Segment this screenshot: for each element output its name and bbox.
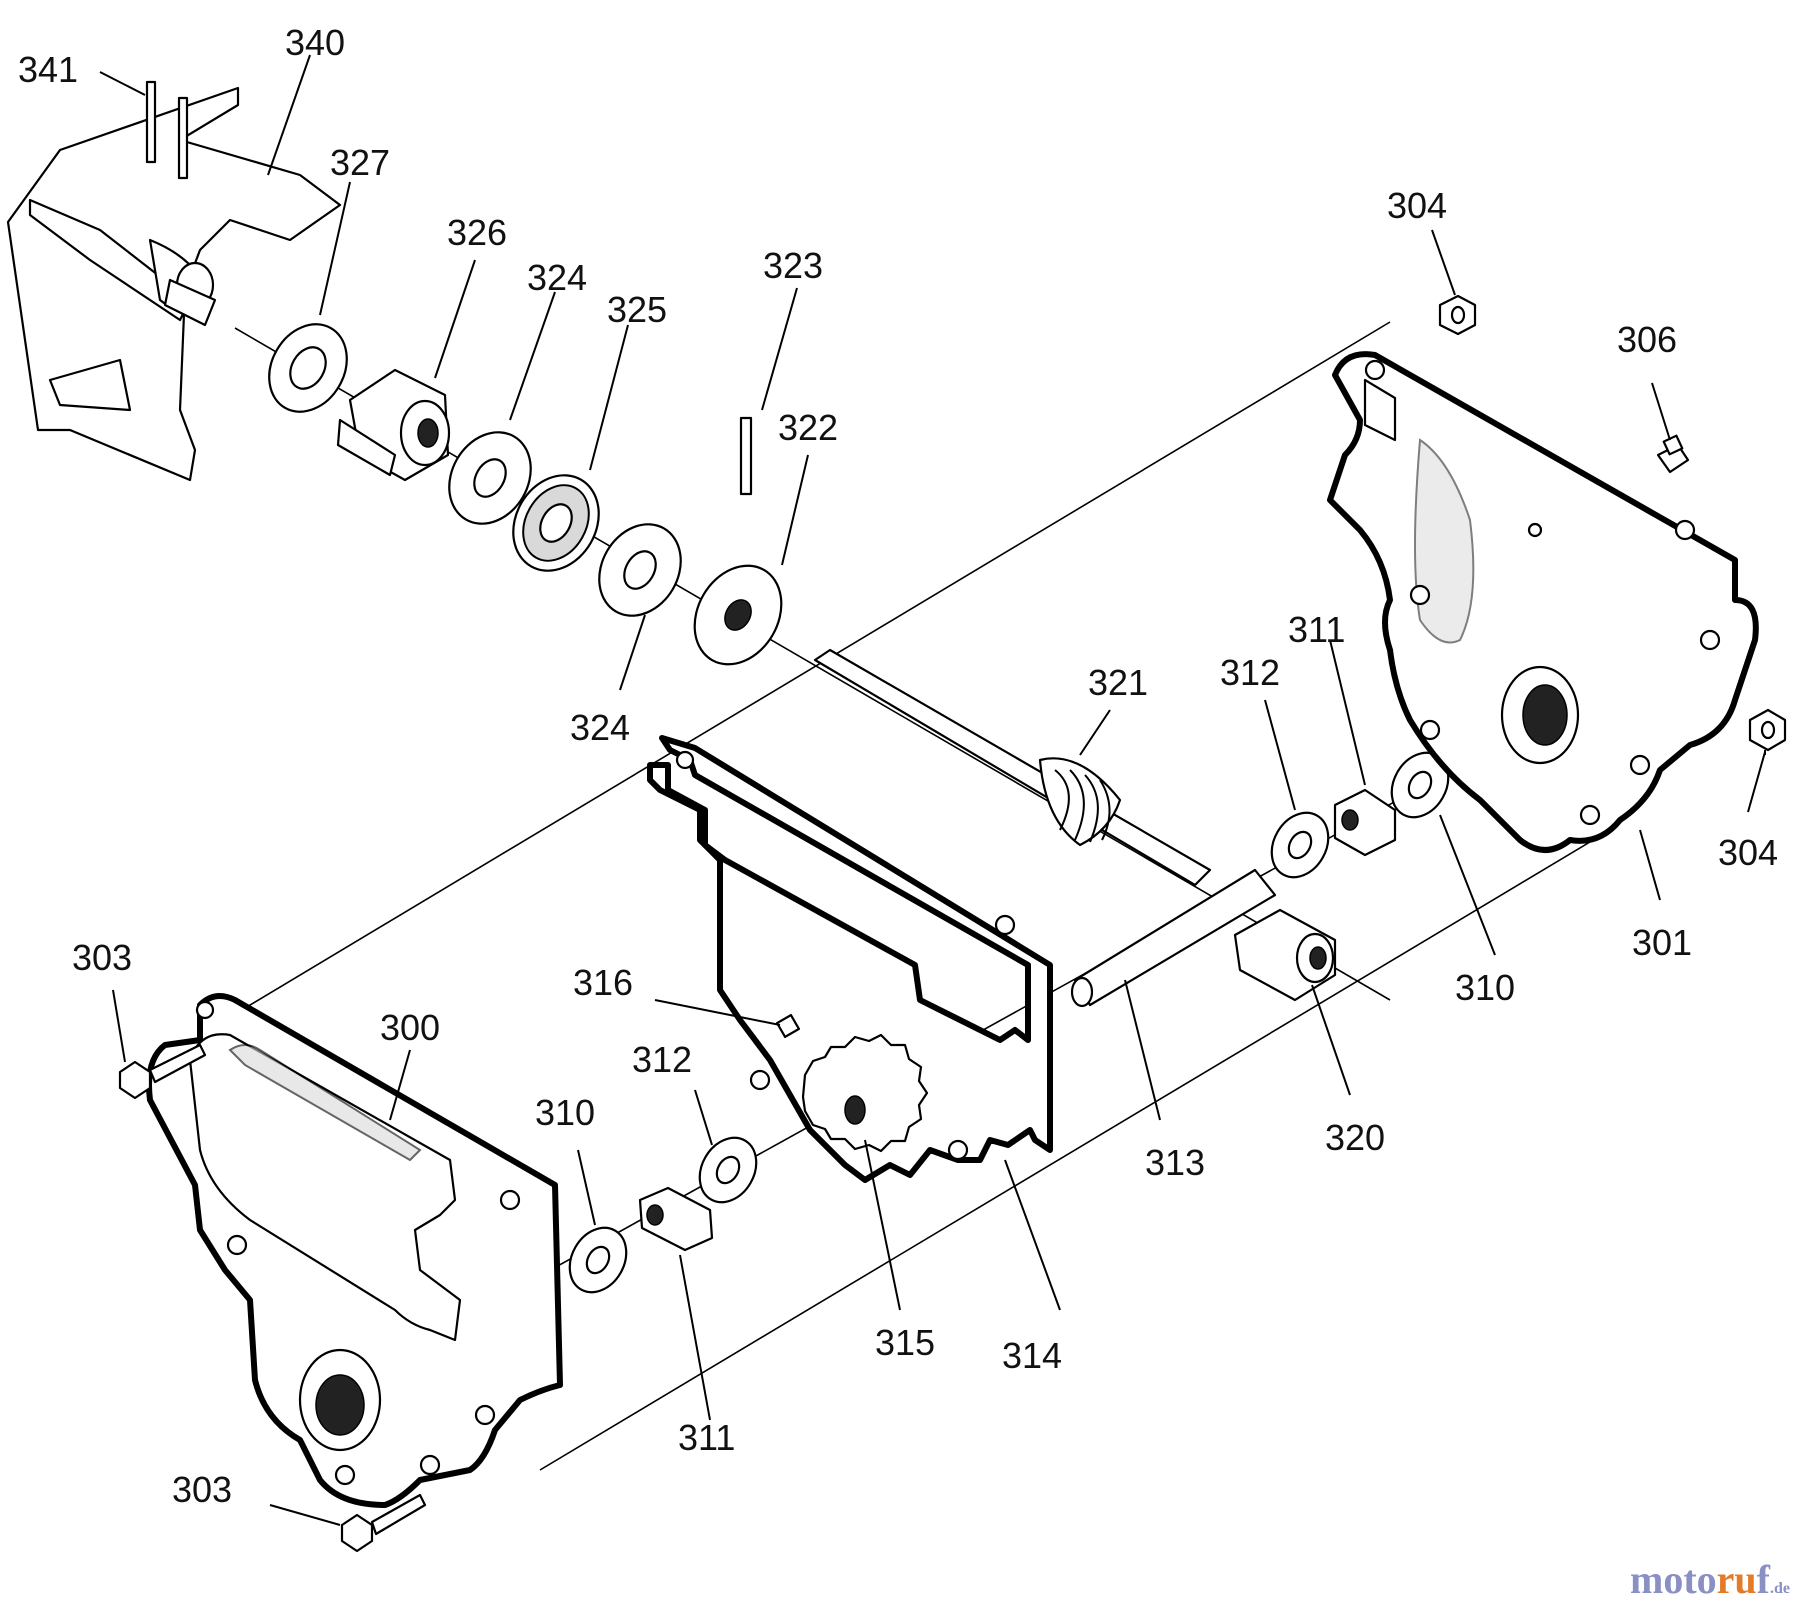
callout-324-upper: 324 <box>527 257 587 298</box>
worm-shaft-321 <box>813 648 1212 887</box>
worm-threads <box>1038 757 1122 847</box>
bolt-303-top <box>118 1043 207 1100</box>
bearing-housing-320 <box>1233 908 1337 1002</box>
callout-316: 316 <box>573 962 633 1003</box>
callout-312-right: 312 <box>1220 652 1280 693</box>
callout-322: 322 <box>778 407 838 448</box>
callout-labels: 341 340 327 326 324 325 323 322 324 304 … <box>18 22 1778 1510</box>
callout-303-bottom: 303 <box>172 1469 232 1510</box>
washer-324-lower <box>598 523 682 617</box>
callout-311-right: 311 <box>1288 609 1345 650</box>
callout-313: 313 <box>1145 1142 1205 1183</box>
callout-321: 321 <box>1088 662 1148 703</box>
callout-341: 341 <box>18 49 78 90</box>
leader-lines <box>99 54 1766 1526</box>
callout-310-right: 310 <box>1455 967 1515 1008</box>
watermark-part-2: ru <box>1716 1557 1757 1602</box>
key-316 <box>775 1013 801 1039</box>
callout-310-left: 310 <box>535 1092 595 1133</box>
callout-320: 320 <box>1325 1117 1385 1158</box>
pins-341 <box>145 80 189 180</box>
washer-310-left <box>568 1226 628 1294</box>
watermark-part-1: moto <box>1630 1557 1717 1602</box>
callout-315: 315 <box>875 1322 935 1363</box>
nut-304-right <box>1748 708 1787 752</box>
bushing-311-left <box>638 1186 714 1252</box>
gasket-plate-314 <box>647 735 1053 1183</box>
watermark-part-3: f <box>1756 1557 1770 1602</box>
gear-case-301 <box>1327 351 1759 853</box>
callout-301: 301 <box>1632 922 1692 963</box>
bushing-311-right <box>1333 788 1397 857</box>
gear-case-300 <box>146 993 563 1508</box>
callout-340: 340 <box>285 22 345 63</box>
callout-324-lower: 324 <box>570 707 630 748</box>
bearing-322 <box>693 564 783 666</box>
watermark-logo: motoruf.de <box>1630 1556 1790 1603</box>
pin-323 <box>739 416 753 496</box>
shaft-313 <box>1070 868 1277 1008</box>
callout-326: 326 <box>447 212 507 253</box>
callout-314: 314 <box>1002 1335 1062 1376</box>
auger-housing-340 <box>6 86 342 482</box>
callout-327: 327 <box>330 142 390 183</box>
callout-323: 323 <box>763 245 823 286</box>
callout-304-top: 304 <box>1387 185 1447 226</box>
callout-304-right: 304 <box>1718 832 1778 873</box>
washer-312-left <box>698 1136 758 1204</box>
bolt-303-bottom <box>340 1493 427 1553</box>
washer-324-upper <box>448 431 532 525</box>
washer-312-right <box>1270 811 1330 879</box>
thrust-bearing-325 <box>512 474 600 572</box>
callout-300: 300 <box>380 1007 440 1048</box>
washer-327 <box>268 323 348 413</box>
fitting-306 <box>1656 434 1690 474</box>
callout-325: 325 <box>607 289 667 330</box>
callout-303-top: 303 <box>72 937 132 978</box>
bearing-housing-326 <box>336 368 451 482</box>
worm-gear-315 <box>801 1033 929 1153</box>
callout-311-left: 311 <box>678 1417 735 1458</box>
callout-312-left: 312 <box>632 1039 692 1080</box>
watermark-tld: .de <box>1770 1580 1790 1597</box>
nut-304-top <box>1438 294 1477 336</box>
callout-306: 306 <box>1617 319 1677 360</box>
